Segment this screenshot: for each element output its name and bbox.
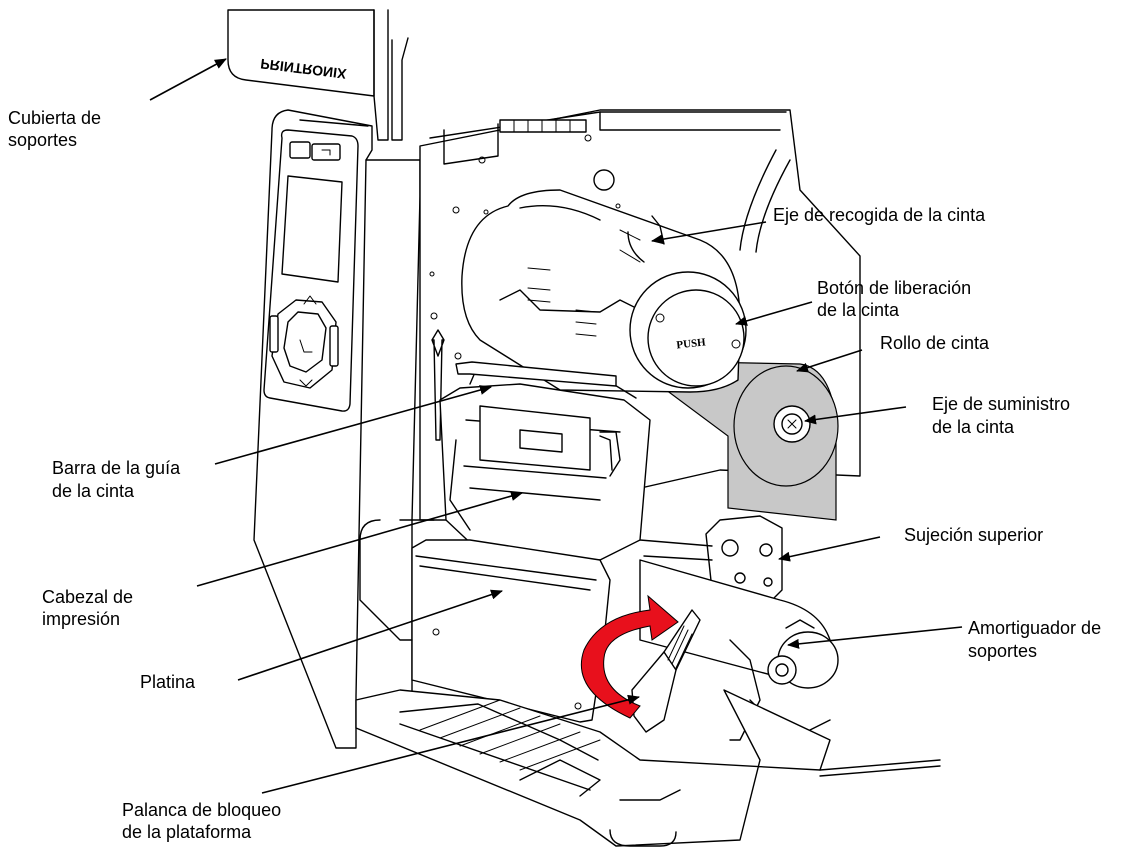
leader-eje-suministro <box>804 406 907 425</box>
label-cabezal: Cabezal de impresión <box>42 587 138 629</box>
label-rollo: Rollo de cinta <box>880 333 990 353</box>
release-knob-text: PUSH <box>676 336 707 351</box>
label-amortiguador: Amortiguador de soportes <box>968 618 1106 661</box>
navigation-pad <box>269 295 339 389</box>
leader-cubierta <box>149 58 227 101</box>
label-palanca: Palanca de bloqueo de la plataforma <box>122 800 286 842</box>
leader-eje-recogida <box>651 221 767 245</box>
base-tray <box>355 689 941 847</box>
printer-body-left <box>253 109 421 749</box>
leader-palanca <box>261 694 640 794</box>
leader-amortiguador <box>787 626 963 649</box>
callout-labels: Cubierta de soportes Eje de recogida de … <box>8 108 1106 842</box>
media-cover: PRINTRONIX <box>227 9 409 141</box>
label-eje-suministro: Eje de suministro de la cinta <box>932 394 1075 437</box>
leader-sujecion <box>778 536 881 562</box>
label-boton-liberacion: Botón de liberación de la cinta <box>817 278 976 320</box>
media-dampener <box>639 559 839 741</box>
leader-platina <box>237 589 503 681</box>
label-platina: Platina <box>140 672 196 692</box>
callout-lines <box>149 58 963 794</box>
leader-barra-guia <box>214 385 492 465</box>
label-barra-guia: Barra de la guía de la cinta <box>52 458 185 501</box>
label-eje-recogida: Eje de recogida de la cinta <box>773 205 986 225</box>
printhead-assembly <box>439 361 651 561</box>
label-sujecion: Sujeción superior <box>904 525 1043 545</box>
ribbon-roll <box>649 361 839 521</box>
platen-lock-lever <box>580 594 701 733</box>
leader-rollo <box>796 349 863 373</box>
ribbon-take-up-spindle: PUSH <box>461 189 747 393</box>
rotation-arrow <box>580 594 679 719</box>
leader-boton <box>735 301 813 326</box>
label-cubierta: Cubierta de soportes <box>8 108 106 150</box>
leader-cabezal <box>196 491 523 587</box>
